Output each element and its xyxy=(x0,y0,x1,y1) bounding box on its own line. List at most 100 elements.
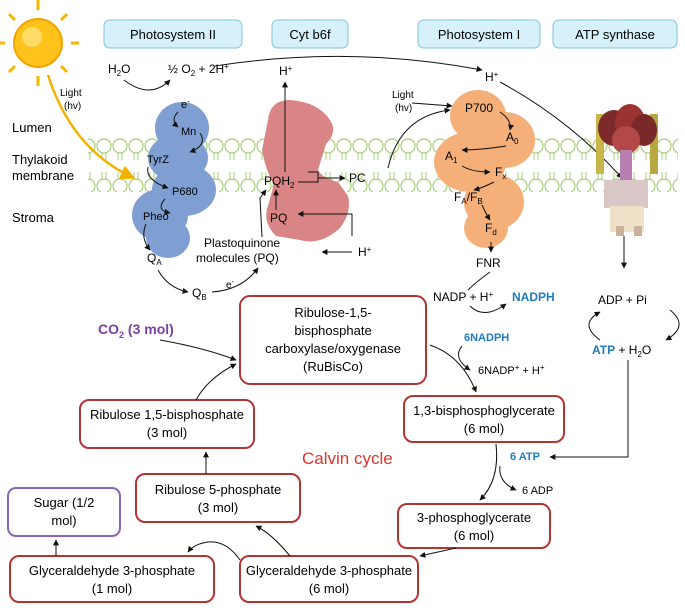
svg-text:ATP synthase: ATP synthase xyxy=(575,27,655,42)
ps2-electron: e- xyxy=(181,97,190,111)
e-minus-label: e- xyxy=(226,279,235,291)
atp-to-adp-arrow xyxy=(499,465,517,491)
qb-to-pq-arrow xyxy=(211,267,259,293)
bpg-to-pg-arrow xyxy=(479,443,498,501)
svg-text:Ribulose 5-phosphate: Ribulose 5-phosphate xyxy=(155,482,281,497)
atp-to-adp-loop xyxy=(588,311,601,341)
water-label: H2O xyxy=(108,62,130,78)
atp-to-calvin-arrow xyxy=(549,360,629,460)
svg-text:Cyt b6f: Cyt b6f xyxy=(289,27,331,42)
g3p-6mol-box: Glyceraldehyde 3-phosphate (6 mol) xyxy=(239,555,419,603)
fnr-to-nadp-arrow xyxy=(467,271,491,291)
pq-label: PQ xyxy=(270,211,287,225)
svg-text:Sugar (1/2: Sugar (1/2 xyxy=(34,495,95,510)
r5p-box: Ribulose 5-phosphate (3 mol) xyxy=(135,473,301,523)
sun-icon xyxy=(0,0,79,86)
svg-text:Ribulose-1,5-: Ribulose-1,5- xyxy=(294,305,371,320)
co2-arrow xyxy=(159,339,237,361)
qa-qb-arrow xyxy=(157,269,189,294)
adp-to-atp-loop xyxy=(665,309,680,341)
cytochrome-b6f xyxy=(262,100,349,242)
header-photosystem-i: Photosystem I xyxy=(417,19,541,49)
nadph-label: NADPH xyxy=(512,290,555,304)
water-split-arrow xyxy=(123,79,171,91)
h-to-atp-synthase-arrow xyxy=(499,81,623,179)
svg-text:Glyceraldehyde 3-phosphate: Glyceraldehyde 3-phosphate xyxy=(246,563,412,578)
nadph-to-nadp-arrow xyxy=(457,345,471,371)
svg-text:(6 mol): (6 mol) xyxy=(309,581,349,596)
membrane-label: membrane xyxy=(12,168,74,183)
svg-text:mol): mol) xyxy=(51,513,76,528)
g3p6-to-g3p1-arrow xyxy=(187,541,241,561)
oxygen-label: ½ O2 + 2H+ xyxy=(168,62,229,78)
plastoquinone-label-2: molecules (PQ) xyxy=(196,251,279,265)
co2-label: CO2 (3 mol) xyxy=(98,321,174,340)
header-cyt-b6f: Cyt b6f xyxy=(271,19,349,49)
photosystem-i xyxy=(434,90,535,248)
rubisco-to-bpg-arrow xyxy=(429,344,477,393)
svg-text:(RuBisCo): (RuBisCo) xyxy=(303,359,363,374)
p700-label: P700 xyxy=(465,101,493,115)
rubp-box: Ribulose 1,5-bisphosphate (3 mol) xyxy=(79,399,255,449)
pc-label: PC xyxy=(349,171,366,185)
a0-label: A0 xyxy=(506,130,519,146)
h-plus-right: H+ xyxy=(485,70,499,84)
g3p6-to-r5p-arrow xyxy=(255,525,291,557)
g3p-1mol-box: Glyceraldehyde 3-phosphate (1 mol) xyxy=(9,555,215,603)
six-nadph-label: 6NADPH xyxy=(464,332,509,344)
h-plus-stroma: H+ xyxy=(358,245,372,259)
six-nadp-label: 6NADP+ + H+ xyxy=(478,363,545,377)
svg-text:(1 mol): (1 mol) xyxy=(92,581,132,596)
rubisco-box: Ribulose-1,5- bisphosphate carboxylase/o… xyxy=(239,295,427,385)
h-plus-top: H+ xyxy=(279,64,293,78)
ps2-p680: P680 xyxy=(172,186,198,198)
light-hv-left: (hv) xyxy=(64,101,81,112)
lumen-label: Lumen xyxy=(12,120,52,135)
sugar-box: Sugar (1/2 mol) xyxy=(7,487,121,537)
ps2-mn: Mn xyxy=(181,126,196,138)
nadp-label: NADP + H+ xyxy=(433,290,493,304)
fd-label: Fd xyxy=(485,221,497,237)
svg-text:3-phosphoglycerate: 3-phosphoglycerate xyxy=(417,510,531,525)
qb-label: QB xyxy=(192,286,207,302)
calvin-cycle-title: Calvin cycle xyxy=(302,449,393,468)
stroma-h-arrow xyxy=(297,211,353,236)
header-photosystem-ii: Photosystem II xyxy=(103,19,243,49)
a1-label: A1 xyxy=(445,149,458,165)
ps1-electron-arrows xyxy=(461,111,514,221)
svg-text:Glyceraldehyde 3-phosphate: Glyceraldehyde 3-phosphate xyxy=(29,563,195,578)
svg-text:Photosystem II: Photosystem II xyxy=(130,27,216,42)
six-atp-label: 6 ATP xyxy=(510,451,540,463)
bpg-box: 1,3-bisphosphoglycerate (6 mol) xyxy=(403,395,565,443)
svg-text:Photosystem I: Photosystem I xyxy=(438,27,520,42)
fnr-label: FNR xyxy=(476,256,501,270)
fx-label: Fx xyxy=(495,165,506,181)
light-label-left: Light xyxy=(60,88,82,99)
svg-text:bisphosphate: bisphosphate xyxy=(294,323,371,338)
pqh2-to-pc-arrow xyxy=(298,171,319,183)
lumen-proton-arc xyxy=(214,55,483,72)
svg-text:(3 mol): (3 mol) xyxy=(198,500,238,515)
rubp-to-rubisco-arrow xyxy=(195,363,237,401)
photosystem-ii xyxy=(132,102,216,258)
stroma-label: Stroma xyxy=(12,210,55,225)
light-label-right: Light xyxy=(392,90,414,101)
pc-to-p700-arrow xyxy=(387,107,451,169)
thylakoid-label: Thylakoid xyxy=(12,152,68,167)
svg-text:1,3-bisphosphoglycerate: 1,3-bisphosphoglycerate xyxy=(413,403,555,418)
nadp-to-nadph-arrow xyxy=(469,303,507,313)
ps2-pheo: Pheo xyxy=(143,211,169,223)
light-arrow-left xyxy=(46,74,136,180)
header-atp-synthase: ATP synthase xyxy=(552,19,678,49)
ps2-tyrz: TyrZ xyxy=(147,154,169,166)
svg-text:(6 mol): (6 mol) xyxy=(454,528,494,543)
svg-text:(6 mol): (6 mol) xyxy=(464,421,504,436)
svg-text:Ribulose 1,5-bisphosphate: Ribulose 1,5-bisphosphate xyxy=(90,407,244,422)
six-adp-label: 6 ADP xyxy=(522,485,553,497)
svg-text:carboxylase/oxygenase: carboxylase/oxygenase xyxy=(265,341,401,356)
plastoquinone-label: Plastoquinone xyxy=(204,236,280,250)
atp-label: ATP + H2O xyxy=(592,343,651,359)
ps2-electron-arrows xyxy=(143,111,203,251)
svg-text:(3 mol): (3 mol) xyxy=(147,425,187,440)
